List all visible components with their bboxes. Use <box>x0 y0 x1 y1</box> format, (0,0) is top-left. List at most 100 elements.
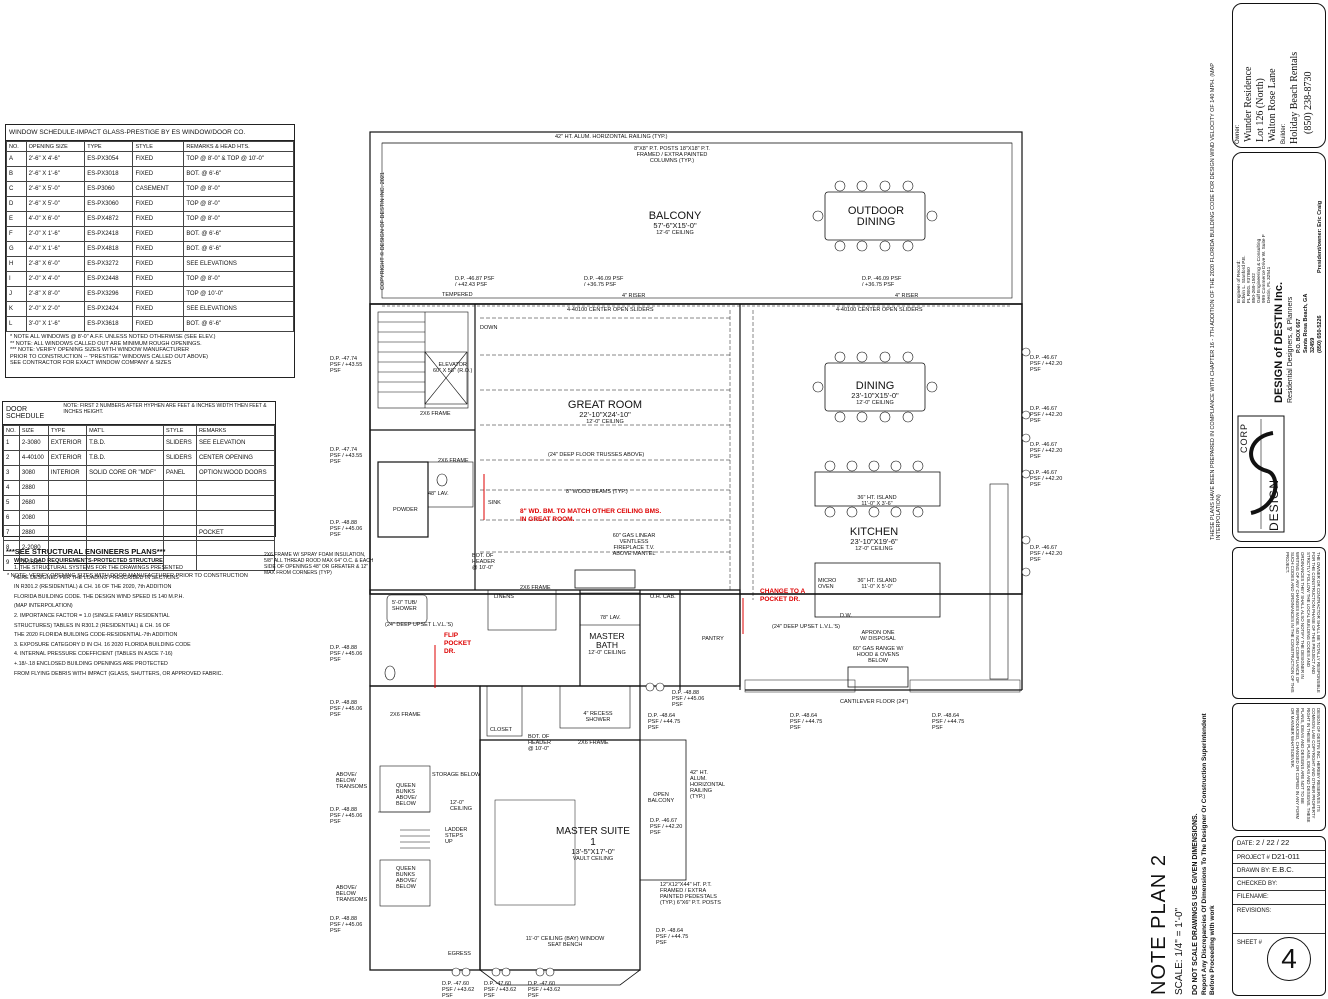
dp-label-9: D.P. -48.88 PSF / +45.06 PSF <box>330 807 363 825</box>
door-schedule-cell: 2-1680 <box>18 555 49 571</box>
structural-line: HERE DESIGNED PER THE LOADING PRESCRIBED… <box>14 574 179 581</box>
door-schedule-title: DOOR SCHEDULE <box>6 406 45 420</box>
date-label: DATE: <box>1237 841 1255 847</box>
door-schedule-cell: T.B.D. <box>86 450 165 466</box>
window-note: *** NOTE: VERIFY OPENING SIZES WITH WIND… <box>10 347 189 353</box>
project-label: PROJECT # <box>1237 854 1270 861</box>
dp-label-24: D.P. -47.60 PSF / +43.62 PSF <box>528 981 561 999</box>
window-schedule-title: WINDOW SCHEDULE-IMPACT GLASS-PRESTIGE BY… <box>6 125 294 141</box>
dp-label-5: D.P. -47.74 PSF / +43.55 PSF <box>330 447 363 465</box>
plan-title: NOTE PLAN 2 <box>1148 853 1170 995</box>
room-master-bath-name: MASTER BATH <box>589 631 625 650</box>
sink-label: SINK <box>488 500 501 506</box>
discrepancy-note: Report Any Discrepancies Of Dimensions T… <box>1201 713 1216 995</box>
queen-bunks-label-1: QUEEN BUNKS ABOVE/ BELOW <box>396 783 417 807</box>
sheet-number: 4 <box>1281 942 1297 974</box>
window-schedule-notes: * NOTE ALL WINDOWS @ 8'-0" A.F.F. UNLESS… <box>6 332 294 369</box>
owner-responsibility-box: THE OWNER OR CONTRACTOR SHALL BE TOTALLY… <box>1232 547 1326 699</box>
structural-lines: 1. THE STRUCTURAL SYSTEMS FOR THE DRAWIN… <box>14 564 268 679</box>
room-kitchen-size: 23'-10"X19'-6" <box>850 537 898 546</box>
designer-box: Engineer of Record:Edwin L. Stanford P.E… <box>1232 152 1326 542</box>
dp-label-13: D.P. -46.67 PSF / +42.20 PSF <box>1030 442 1063 460</box>
structural-line: FLORIDA BUILDING CODE. THE DESIGN WIND S… <box>14 593 184 600</box>
cantilever-label: CANTILEVER FLOOR (24") <box>840 699 909 705</box>
logo-design: DESIGN <box>1267 478 1281 531</box>
room-dining-name: DINING <box>855 380 895 392</box>
window-note: PRIOR TO CONSTRUCTION -- "PRESTIGE" WIND… <box>10 353 208 360</box>
range-label: 60" GAS RANGE W/ HOOD & OVENS BELOW <box>852 646 904 664</box>
project-info-box: DATE: 2 / 22 / 22 PROJECT # D21-011 DRAW… <box>1232 836 1326 996</box>
builder-line-1: Holiday Beach Rentals <box>1289 51 1300 144</box>
dp-label-22: D.P. -47.60 PSF / +43.62 PSF <box>442 981 475 999</box>
island-1-label: 36" HT. ISLAND 11'-0" X 3'-6" <box>857 495 897 507</box>
storage-label: STORAGE BELOW <box>432 772 481 778</box>
queen-bunks-label-2: QUEEN BUNKS ABOVE/ BELOW <box>396 866 417 890</box>
room-recess-shower: 4" RECESS SHOWER <box>583 711 613 723</box>
room-balcony-name: BALCONY <box>648 210 702 222</box>
room-great-room-ceiling: 12'-0" CEILING <box>586 419 624 425</box>
window-note: ** NOTE: ALL WINDOWS CALLED OUT ARE MINI… <box>10 340 202 347</box>
checked-label: CHECKED BY: <box>1237 880 1278 887</box>
window-schedule: WINDOW SCHEDULE-IMPACT GLASS-PRESTIGE BY… <box>5 124 295 378</box>
structural-line: (MAP INTERPOLATION) <box>14 603 73 610</box>
room-master-suite-name: MASTER SUITE 1 <box>556 826 630 848</box>
drawn-value: E.B.C. <box>1272 865 1294 874</box>
room-great-room: GREAT ROOM 22'-10"X24'-10" 12'-0" CEILIN… <box>565 400 645 426</box>
company-address-2: Santa Rosa Beach, GA <box>1303 293 1309 353</box>
company-name: DESIGN of DESTIN Inc. <box>1273 281 1285 403</box>
room-open-balcony: OPEN BALCONY <box>647 792 675 804</box>
lav-label: 48" LAV. <box>428 491 449 497</box>
window-note: SEE CONTRACTOR FOR EXACT WINDOW COMPANY … <box>10 360 172 366</box>
dp-label-19: D.P. -48.64 PSF / +44.75 PSF <box>656 928 689 946</box>
structural-line: FROM FLYING DEBRIS WITH IMPACT (GLASS, S… <box>14 670 223 677</box>
sheet-label: SHEET # <box>1237 939 1262 946</box>
posts-2-label: 12"X12"X44" HT. P.T. FRAMED / EXTRA PAIN… <box>660 882 721 906</box>
owner-line-2: Lot 126 (North) <box>1255 78 1266 142</box>
apron-label: APRON ONE W/ DISPOSAL <box>860 630 896 642</box>
frame-label-2: 2X6 FRAME <box>438 458 469 464</box>
copyright-text: DESIGN OF DESTIN INC. HEREBY RESERVES IT… <box>1289 708 1321 823</box>
checked-row: CHECKED BY: <box>1233 878 1325 891</box>
riser-label-2: 4" RISER <box>895 293 919 299</box>
posts-label: 8"X8" P.T. POSTS 18"X18" P.T. FRAMED / E… <box>634 146 710 164</box>
room-kitchen-ceiling: 12'-0" CEILING <box>855 546 893 552</box>
door-schedule-cell <box>86 555 165 571</box>
room-master-suite: MASTER SUITE 1 13'-5"X17'-0" VAULT CEILI… <box>556 826 630 863</box>
revisions-row: REVISIONS: <box>1233 905 1325 934</box>
lav2-label: 78" LAV. <box>600 615 621 621</box>
linens-label: LINENS <box>494 594 514 600</box>
window-schedule-cell: FIXED <box>132 211 185 227</box>
room-elevator-name: ELEVATOR <box>438 362 467 368</box>
red-note-flip: FLIP POCKET DR. <box>444 632 472 655</box>
red-note-pocket: CHANGE TO A POCKET DR. <box>760 588 805 603</box>
owner-responsibility-text: THE OWNER OR CONTRACTOR SHALL BE TOTALLY… <box>1284 552 1321 693</box>
structural-line: 2. IMPORTANCE FACTOR = 1.0 (SINGLE FAMIL… <box>14 612 170 619</box>
trusses-label: (24" DEEP FLOOR TRUSSES ABOVE) <box>548 452 645 458</box>
window-schedule-cell: ES-PX3618 <box>84 316 134 332</box>
room-balcony-size: 57'-6"X15'-0" <box>653 221 697 230</box>
dp-label-23: D.P. -47.60 PSF / +43.62 PSF <box>484 981 517 999</box>
dp-label-6: D.P. -48.88 PSF / +45.06 PSF <box>330 520 363 538</box>
filename-row: FILENAME: <box>1233 891 1325 905</box>
dp-label-3: D.P. -46.09 PSF / +36.75 PSF <box>862 276 902 288</box>
room-elevator: ELEVATOR 60" X 58" (R.O.) <box>433 362 472 374</box>
room-master-suite-ceiling: VAULT CEILING <box>572 856 614 862</box>
bot-header-label: BOT. OF HEADER @ 10'-0" <box>472 553 495 571</box>
dp-label-18: D.P. -48.64 PSF / +44.75 PSF <box>648 713 681 731</box>
alum-rail-2-label: 42" HT. ALUM. HORIZONTAL RAILING (TYP.) <box>690 770 725 800</box>
date-value: 2 / 22 / 22 <box>1255 838 1290 847</box>
dp-label-1: D.P. -46.87 PSF / +42.43 PSF <box>455 276 495 288</box>
company-logo <box>1237 415 1285 533</box>
wood-beams-label: 8" WOOD BEAMS (TYP.) <box>566 489 628 495</box>
